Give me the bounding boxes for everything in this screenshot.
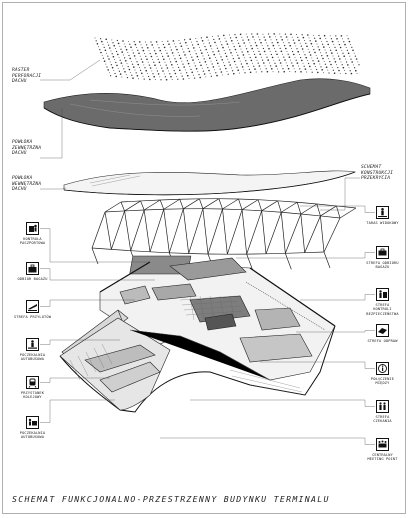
- outer-roof-shell: [43, 78, 371, 132]
- baggage-drop-icon: [376, 246, 389, 259]
- function-label: STREFA PRZYLOTÓW: [13, 315, 52, 319]
- leader-line: [236, 252, 375, 259]
- diagram-caption: SCHEMAT FUNKCJONALNO-PRZESTRZENNY BUDYNK…: [12, 494, 330, 504]
- train-icon: [26, 376, 39, 389]
- bus-waiting-icon: [26, 416, 39, 429]
- function-label: CENTRALNY MEETING POINT: [367, 453, 398, 462]
- outer-shell-label: POWŁOKA ZEWNĘTRZNA DACHU: [12, 140, 42, 157]
- leader-line: [40, 377, 110, 383]
- function-label: KONTROLA PASZPORTOWA: [19, 237, 46, 246]
- function-label: PRZYSTANEK KOLEJOWY: [20, 391, 45, 400]
- inner-shell-label: POWŁOKA WEWNĘTRZNA DACHU: [12, 176, 42, 193]
- function-label: POCZEKALNIA AUTOBUSOWA: [19, 431, 46, 440]
- function-label: TARAS WIDOKOWY: [366, 221, 399, 225]
- leader-lines: [40, 59, 375, 445]
- leader-line: [260, 361, 375, 369]
- leader-line: [40, 59, 101, 81]
- inner-roof-shell: [63, 170, 357, 196]
- meeting-point-icon: [376, 438, 389, 451]
- airside-zone-icon: [376, 400, 389, 413]
- taxi-icon: [376, 206, 389, 219]
- leader-line: [40, 299, 135, 307]
- baggage-icon: [26, 262, 39, 275]
- passport-control-icon: [26, 222, 39, 235]
- function-label: STREFA ODPRAW: [367, 339, 398, 343]
- leader-line: [40, 339, 120, 345]
- roof-structure-truss: [91, 198, 357, 271]
- ticket-office-icon: [26, 338, 39, 351]
- function-label: POCZEKALNIA AUTOBUSOWA: [19, 353, 46, 362]
- leader-line: [40, 187, 67, 190]
- terminal-building-base: [59, 255, 336, 413]
- leader-line: [296, 330, 375, 333]
- function-label: STREFA ODBIORU BAGAŻU: [366, 261, 399, 270]
- leader-line: [300, 205, 375, 213]
- leader-line: [40, 399, 115, 423]
- function-label: ODBIÓR BAGAŻU: [17, 277, 48, 281]
- drawing-frame: [2, 2, 406, 514]
- function-label: POŁĄCZENIE MIĘDZY: [370, 377, 395, 386]
- info-point-icon: [376, 362, 389, 375]
- structure-label: SCHEMAT KONSTRUKCJI PRZEKRYCIA: [361, 165, 394, 182]
- function-label: STREFA KONTROLI BEZPIECZEŃSTWA: [366, 303, 399, 316]
- leader-line: [40, 228, 150, 263]
- leader-line: [160, 437, 375, 445]
- leader-line: [40, 268, 155, 281]
- leader-line: [40, 108, 63, 159]
- departures-zone-icon: [26, 300, 39, 313]
- leader-line: [300, 294, 375, 301]
- check-in-icon: [376, 324, 389, 337]
- leader-line: [320, 177, 360, 211]
- function-label: STREFA CZEKANIA: [373, 415, 392, 424]
- raster-label: RASTER PERFORACJI DACHU: [12, 68, 42, 85]
- security-check-icon: [376, 288, 389, 301]
- roof-perforation-raster: [94, 33, 360, 81]
- leader-line: [190, 399, 375, 407]
